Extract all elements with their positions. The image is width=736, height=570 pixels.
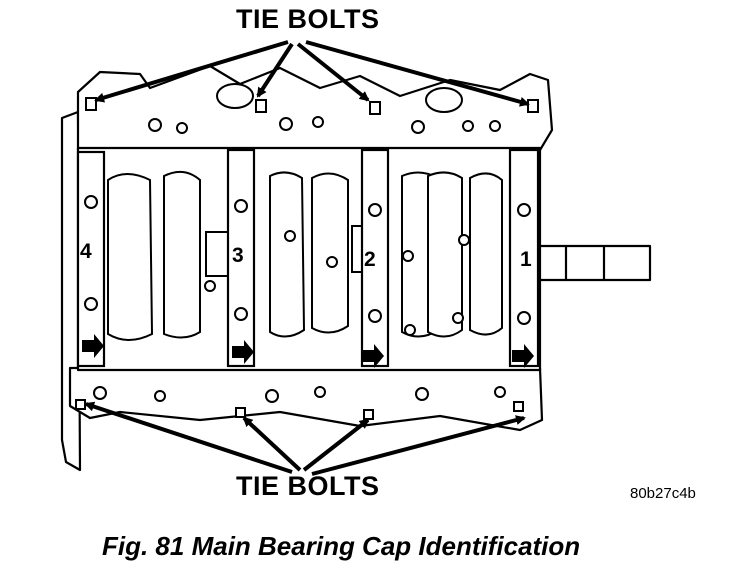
leader-arrow-top-3 [296,42,370,102]
leader-arrow-top-1 [94,40,289,103]
cap-2-direction-arrow-icon [362,344,384,368]
cap-number-3: 3 [232,244,244,267]
main-bearing-cap-2 [360,148,390,368]
leader-arrow-bottom-1 [84,401,293,474]
cap-4-direction-arrow-icon [82,334,104,358]
main-bearing-cap-1 [508,148,540,368]
leader-arrow-bottom-4 [311,415,526,476]
cap-number-4: 4 [80,240,92,263]
cap-number-2: 2 [364,248,376,271]
cylinder-port-right [425,87,463,113]
drawing-code: 80b27c4b [630,485,696,502]
leader-arrow-top-4 [305,40,530,107]
figure-caption: Fig. 81 Main Bearing Cap Identification [102,531,581,561]
leader-arrow-bottom-3 [302,418,370,472]
main-bearing-cap-3 [226,148,256,368]
crank-snout [538,244,652,282]
main-bearing-cap-4 [76,150,106,368]
block-bottom-rail [68,366,544,432]
cap-number-1: 1 [520,248,532,271]
leader-arrow-bottom-2 [242,416,302,472]
tie-bolts-label-bottom: TIE BOLTS [236,471,380,501]
block-top-rail [76,64,554,152]
cap-3-direction-arrow-icon [232,340,254,364]
leader-arrow-top-2 [256,42,294,98]
cylinder-port-left [216,83,254,109]
cap-1-direction-arrow-icon [512,344,534,368]
tie-bolts-label-top: TIE BOLTS [236,4,380,34]
